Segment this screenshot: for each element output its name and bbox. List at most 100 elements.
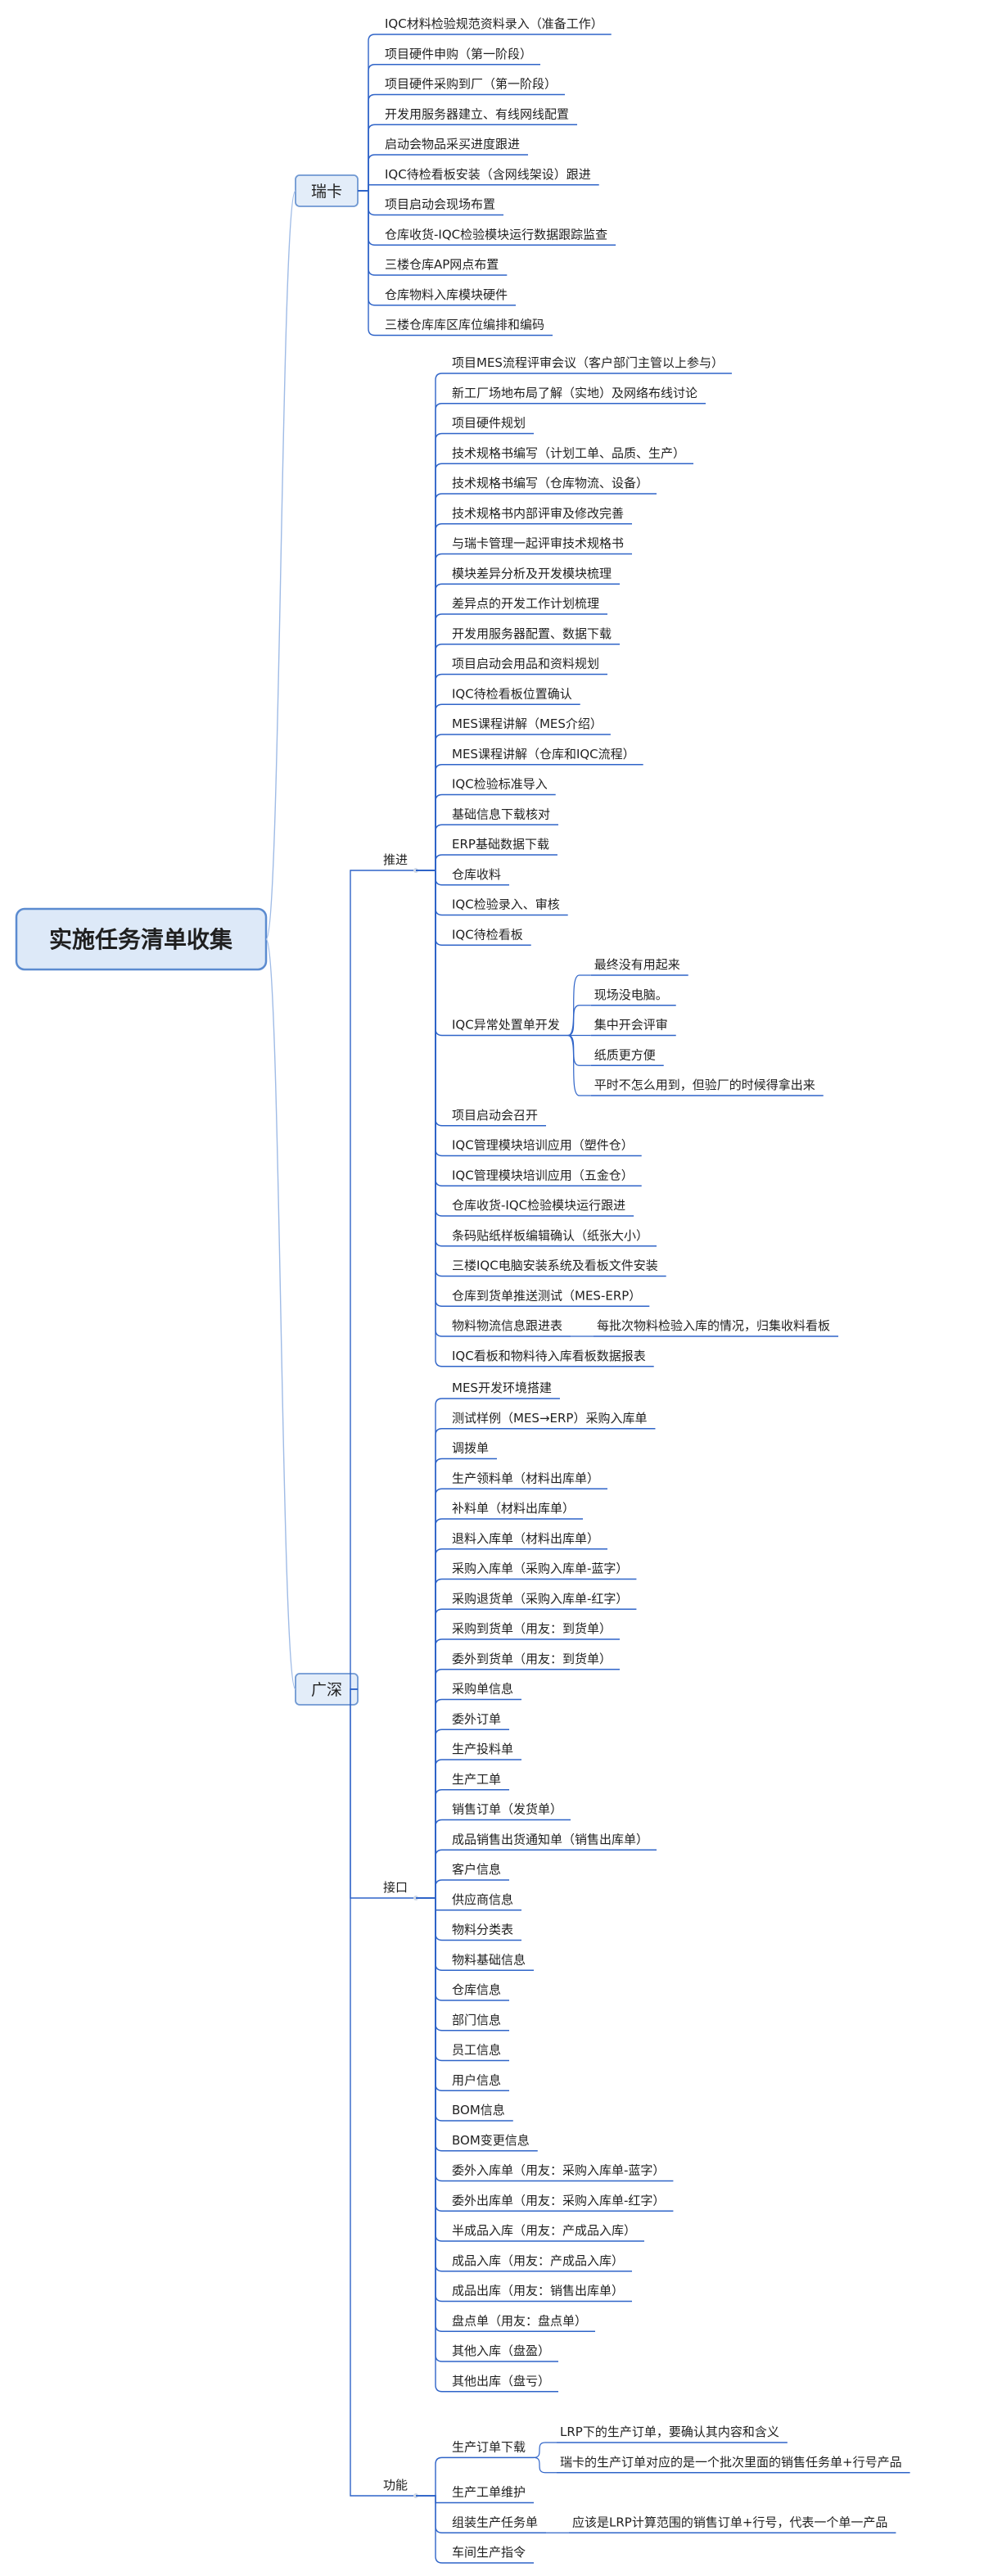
item-connector bbox=[416, 870, 449, 1307]
group-connector bbox=[350, 870, 380, 1690]
item-connector bbox=[416, 1897, 449, 2272]
item-connector bbox=[416, 870, 449, 1247]
item-connector bbox=[416, 1398, 449, 1899]
item-connector bbox=[416, 2495, 449, 2504]
sub-item: 每批次物料检验入库的情况，归集收料看板 bbox=[597, 1318, 830, 1333]
item-connector bbox=[416, 734, 449, 871]
list-item: 委外出库单（用友：采购入库单-红字） bbox=[452, 2193, 665, 2208]
list-item: 组装生产任务单 bbox=[452, 2515, 538, 2529]
item-connector bbox=[416, 870, 449, 1367]
group-connector bbox=[350, 1688, 380, 2497]
item-connector bbox=[416, 870, 449, 1186]
list-item: 仓库物料入库模块硬件 bbox=[385, 287, 508, 302]
item-connector bbox=[358, 190, 381, 246]
item-connector bbox=[358, 190, 381, 337]
list-item: 差异点的开发工作计划梳理 bbox=[452, 596, 599, 611]
list-item: 基础信息下载核对 bbox=[452, 807, 550, 821]
item-connector bbox=[416, 1897, 449, 2212]
list-item: 盘点单（用友：盘点单） bbox=[452, 2313, 587, 2328]
branch-node-label: 广深 bbox=[311, 1681, 342, 1699]
item-connector bbox=[416, 493, 449, 871]
list-item: 生产领料单（材料出库单） bbox=[452, 1471, 599, 1485]
list-item: IQC待检看板位置确认 bbox=[452, 686, 572, 701]
list-item: 生产订单下载 bbox=[452, 2439, 526, 2454]
list-item: 采购入库单（采购入库单-蓝字） bbox=[452, 1561, 628, 1576]
sub-item: 集中开会评审 bbox=[594, 1018, 668, 1033]
item-connector bbox=[358, 184, 381, 192]
item-connector bbox=[416, 2495, 449, 2533]
list-item: 生产投料单 bbox=[452, 1742, 513, 1756]
list-item: 用户信息 bbox=[452, 2072, 501, 2087]
item-connector bbox=[416, 1457, 449, 1899]
list-item: 仓库到货单推送测试（MES-ERP） bbox=[452, 1288, 641, 1303]
sub-item-connector bbox=[567, 1034, 591, 1066]
list-item: 采购退货单（采购入库单-红字） bbox=[452, 1591, 628, 1606]
list-item: 项目启动会用品和资料规划 bbox=[452, 657, 599, 671]
sub-item-connector bbox=[567, 974, 591, 1037]
list-item: 项目硬件采购到厂（第一阶段） bbox=[385, 77, 557, 92]
list-item: 客户信息 bbox=[452, 1862, 501, 1877]
item-connector bbox=[416, 1759, 449, 1899]
list-item: 项目硬件申购（第一阶段） bbox=[385, 47, 532, 61]
list-item: 生产工单 bbox=[452, 1772, 501, 1787]
list-item: 半成品入库（用友：产成品入库） bbox=[452, 2223, 636, 2238]
item-connector bbox=[416, 583, 449, 871]
list-item: 委外到货单（用友：到货单） bbox=[452, 1652, 612, 1666]
item-connector bbox=[416, 870, 449, 1337]
list-item: IQC检验标准导入 bbox=[452, 777, 548, 792]
item-connector bbox=[358, 93, 381, 192]
item-connector bbox=[416, 1897, 449, 2062]
item-connector bbox=[416, 1608, 449, 1899]
list-item: 调拨单 bbox=[452, 1441, 489, 1456]
item-connector bbox=[416, 1897, 449, 1941]
list-item: 项目启动会召开 bbox=[452, 1108, 538, 1123]
item-connector bbox=[416, 1578, 449, 1899]
item-connector bbox=[416, 1897, 449, 2393]
item-connector bbox=[416, 1897, 449, 1971]
item-connector bbox=[416, 1897, 449, 2122]
item-connector bbox=[416, 870, 449, 946]
list-item: 物料分类表 bbox=[452, 1923, 513, 1937]
item-connector bbox=[416, 1897, 449, 2362]
list-item: 物料基础信息 bbox=[452, 1952, 526, 1967]
list-item: 启动会物品采买进度跟进 bbox=[385, 137, 520, 151]
item-connector bbox=[358, 190, 381, 216]
item-connector bbox=[416, 870, 449, 1277]
list-item: 条码贴纸样板编辑确认（纸张大小） bbox=[452, 1228, 648, 1243]
item-connector bbox=[416, 673, 449, 871]
list-item: 三楼IQC电脑安装系统及看板文件安装 bbox=[452, 1259, 658, 1273]
list-item: 三楼仓库AP网点布置 bbox=[385, 257, 499, 272]
sub-item: 纸质更方便 bbox=[594, 1047, 656, 1062]
list-item: 开发用服务器建立、有线网线配置 bbox=[385, 106, 569, 121]
list-item: 测试样例（MES→ERP）采购入库单 bbox=[452, 1411, 647, 1426]
root-node-label: 实施任务清单收集 bbox=[49, 926, 232, 953]
item-connector bbox=[416, 463, 449, 871]
group-label: 推进 bbox=[383, 852, 408, 867]
list-item: IQC材料检验规范资料录入（准备工作） bbox=[385, 16, 603, 31]
list-item: 退料入库单（材料出库单） bbox=[452, 1531, 599, 1546]
item-connector bbox=[416, 1548, 449, 1899]
list-item: 销售订单（发货单） bbox=[452, 1802, 562, 1817]
item-connector bbox=[416, 793, 449, 871]
item-connector bbox=[416, 824, 449, 871]
list-item: 仓库收货-IQC检验模块运行数据跟踪监查 bbox=[385, 227, 607, 242]
item-connector bbox=[358, 64, 381, 192]
list-item: 采购到货单（用友：到货单） bbox=[452, 1621, 612, 1636]
sub-item-connector bbox=[533, 2456, 557, 2474]
list-item: 项目启动会现场布置 bbox=[385, 197, 495, 212]
list-item: IQC管理模块培训应用（塑件仓） bbox=[452, 1138, 634, 1153]
list-item: BOM信息 bbox=[452, 2103, 505, 2117]
item-connector bbox=[416, 432, 449, 871]
list-item: 委外入库单（用友：采购入库单-蓝字） bbox=[452, 2163, 665, 2178]
group-label: 功能 bbox=[383, 2478, 408, 2492]
item-connector bbox=[416, 1879, 449, 1899]
item-connector bbox=[416, 1897, 449, 2031]
list-item: 仓库收货-IQC检验模块运行跟进 bbox=[452, 1198, 625, 1213]
list-item: MES课程讲解（MES介绍） bbox=[452, 716, 603, 731]
item-connector bbox=[416, 1897, 449, 2242]
list-item: 车间生产指令 bbox=[452, 2545, 526, 2560]
list-item: MES开发环境搭建 bbox=[452, 1381, 552, 1395]
item-connector bbox=[416, 2495, 449, 2564]
group-label: 接口 bbox=[383, 1880, 408, 1895]
list-item: IQC待检看板 bbox=[452, 927, 523, 942]
